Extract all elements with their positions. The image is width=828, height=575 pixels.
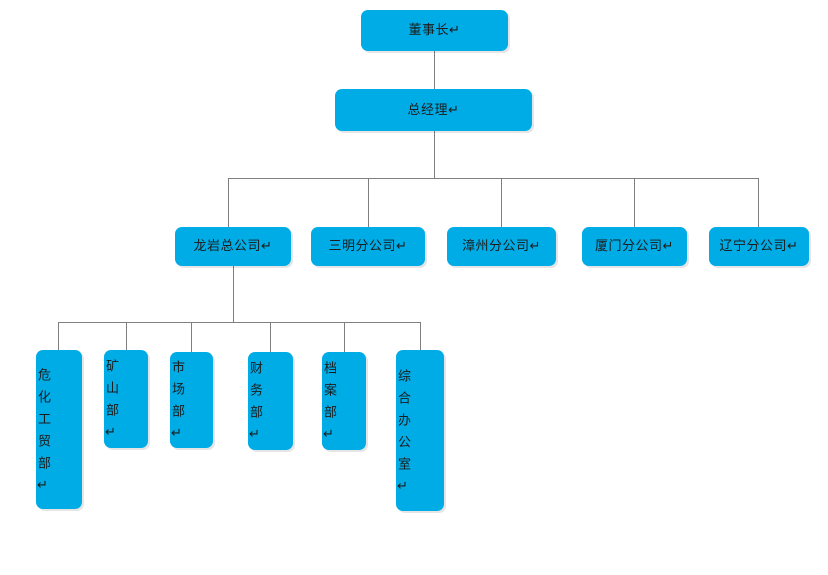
node-sanming-label: 三明分公司↵ <box>328 239 408 254</box>
node-chairman[interactable]: 董事长↵ <box>361 10 508 51</box>
node-finance-label: 财务部↵ <box>247 361 262 451</box>
connector-gm-stem <box>434 131 435 178</box>
connector-drop-zhangzhou <box>501 178 502 227</box>
connector-chairman-to-gm <box>434 51 435 89</box>
node-archives-dept[interactable]: 档案部↵ <box>321 352 366 451</box>
node-market-dept[interactable]: 市场部↵ <box>169 352 213 450</box>
node-finance-dept[interactable]: 财务部↵ <box>247 352 293 451</box>
node-sanming-branch[interactable]: 三明分公司↵ <box>311 227 425 266</box>
connector-drop-xiamen <box>634 178 635 227</box>
node-chairman-label: 董事长↵ <box>408 23 461 38</box>
node-market-label: 市场部↵ <box>169 360 184 450</box>
node-mining-label: 矿山部↵ <box>103 359 118 449</box>
connector-longyan-stem <box>233 266 234 322</box>
node-general-manager-label: 总经理↵ <box>407 102 460 118</box>
node-liaoning-label: 辽宁分公司↵ <box>719 239 799 254</box>
connector-level4-bus <box>58 322 420 323</box>
connector-drop-mining <box>126 322 127 350</box>
connector-drop-hazchem <box>58 322 59 350</box>
node-general-manager[interactable]: 总经理↵ <box>335 89 532 131</box>
node-hazchem-label: 危化工贸部↵ <box>35 367 50 502</box>
connector-drop-archives <box>344 322 345 352</box>
node-general-office-label: 综合办公室↵ <box>395 368 410 503</box>
connector-drop-liaoning <box>758 178 759 227</box>
node-mining-dept[interactable]: 矿山部↵ <box>103 350 148 449</box>
node-xiamen-label: 厦门分公司↵ <box>595 239 674 254</box>
node-zhangzhou-label: 漳州分公司↵ <box>462 239 541 254</box>
connector-drop-general-office <box>420 322 421 350</box>
node-longyan-label: 龙岩总公司↵ <box>193 239 273 254</box>
node-liaoning-branch[interactable]: 辽宁分公司↵ <box>709 227 809 266</box>
connector-drop-sanming <box>368 178 369 227</box>
node-longyan-head-company[interactable]: 龙岩总公司↵ <box>175 227 291 266</box>
node-archives-label: 档案部↵ <box>321 361 336 451</box>
connector-drop-longyan <box>228 178 229 227</box>
connector-drop-finance <box>270 322 271 352</box>
connector-drop-market <box>191 322 192 352</box>
node-xiamen-branch[interactable]: 厦门分公司↵ <box>582 227 687 266</box>
node-general-office[interactable]: 综合办公室↵ <box>395 350 444 511</box>
node-zhangzhou-branch[interactable]: 漳州分公司↵ <box>447 227 556 266</box>
connector-level3-bus <box>228 178 759 179</box>
node-hazardous-chemicals-trade-dept[interactable]: 危化工贸部↵ <box>35 350 82 509</box>
